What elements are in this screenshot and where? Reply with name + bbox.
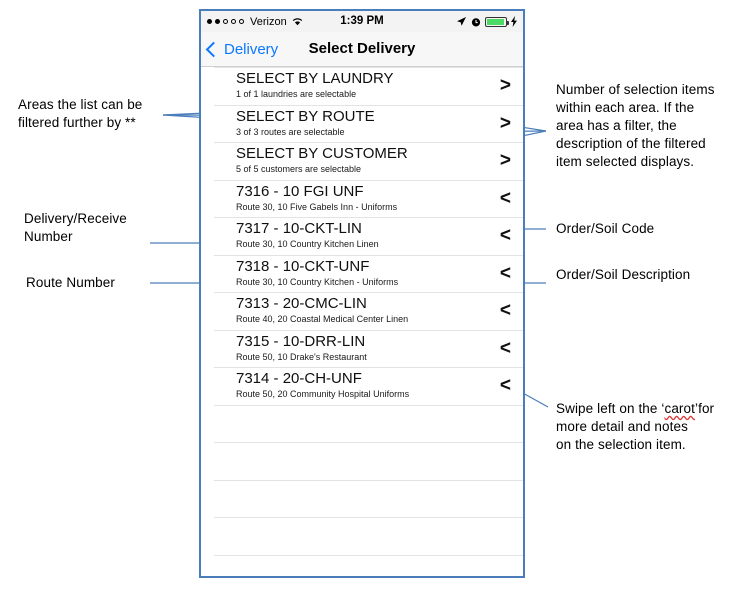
row-title: 7317 - 10-CKT-LIN <box>236 220 362 237</box>
chevron-left-icon[interactable]: < <box>499 225 511 246</box>
row-title: 7315 - 10-DRR-LIN <box>236 332 366 350</box>
annotation-swipe-left-hint: Swipe left on the ‘carot’for more detail… <box>556 400 746 454</box>
status-bar-right <box>456 11 517 32</box>
back-button[interactable]: Delivery <box>205 32 279 66</box>
chevron-right-icon[interactable]: > <box>499 75 511 96</box>
empty-row <box>201 517 523 555</box>
empty-row <box>201 442 523 480</box>
row-separator <box>214 517 523 518</box>
row-separator <box>214 404 523 406</box>
signal-dot-empty <box>223 19 228 24</box>
annotation-order-soil-code: Order/Soil Code <box>556 221 655 236</box>
row-subtitle: 3 of 3 routes are selectable <box>236 126 345 137</box>
row-title: SELECT BY ROUTE <box>236 107 375 125</box>
chevron-left-icon[interactable]: < <box>499 262 511 284</box>
row-subtitle: Route 30, 10 Country Kitchen - Uniforms <box>236 276 399 287</box>
row-subtitle: 5 of 5 customers are selectable <box>236 164 362 174</box>
alarm-clock-icon <box>471 17 481 26</box>
chevron-left-icon[interactable]: < <box>499 375 511 396</box>
swipe-hint-part-3: ’ <box>694 401 699 416</box>
row-subtitle: Route 40, 20 Coastal Medical Center Line… <box>236 314 409 324</box>
row-separator <box>214 554 523 556</box>
delivery-row[interactable]: 7317 - 10-CKT-LIN Route 30, 10 Country Ki… <box>201 217 523 255</box>
filter-row[interactable]: SELECT BY CUSTOMER 5 of 5 customers are s… <box>201 142 523 180</box>
row-subtitle: Route 30, 10 Country Kitchen Linen <box>236 239 379 249</box>
row-separator <box>214 367 523 368</box>
delivery-row[interactable]: 7313 - 20-CMC-LIN Route 40, 20 Coastal Me… <box>201 292 523 330</box>
empty-row <box>201 554 523 577</box>
carrier-label: Verizon <box>250 15 287 28</box>
swipe-hint-misspelled-word: carot <box>664 401 695 416</box>
empty-row <box>201 404 523 443</box>
back-button-label: Delivery <box>224 40 279 58</box>
status-bar: Verizon 1:39 PM <box>201 11 523 32</box>
row-subtitle: Route 50, 20 Community Hospital Uniforms <box>236 389 410 399</box>
swipe-hint-part-1: Swipe left on the ‘ <box>556 401 665 416</box>
chevron-right-icon[interactable]: > <box>499 150 511 171</box>
page-title: Select Delivery <box>308 40 416 57</box>
row-separator <box>214 217 523 218</box>
signal-dot-empty <box>231 19 236 24</box>
delivery-list[interactable]: SELECT BY LAUNDRY 1 of 1 laundries are se… <box>201 67 523 576</box>
status-bar-left: Verizon <box>207 11 303 32</box>
row-title: 7314 - 20-CH-UNF <box>236 370 362 387</box>
annotation-delivery-number: Delivery/Receive Number <box>24 211 127 244</box>
location-arrow-icon <box>457 17 466 26</box>
lightning-bolt-icon <box>511 16 517 27</box>
row-separator <box>214 479 523 481</box>
battery-icon <box>485 16 509 27</box>
delivery-row[interactable]: 7314 - 20-CH-UNF Route 50, 20 Community H… <box>201 367 523 405</box>
row-subtitle: Route 30, 10 Five Gabels Inn - Uniforms <box>236 201 398 212</box>
chevron-right-icon[interactable]: > <box>499 112 511 134</box>
row-title: SELECT BY CUSTOMER <box>236 145 408 162</box>
signal-dot-filled <box>207 19 212 24</box>
annotation-selection-count: Number of selection items within each ar… <box>556 82 715 169</box>
row-subtitle: Route 50, 10 Drake's Restaurant <box>236 351 367 362</box>
chevron-left-icon[interactable]: < <box>499 337 511 359</box>
filter-row[interactable]: SELECT BY LAUNDRY 1 of 1 laundries are se… <box>201 67 523 105</box>
row-separator <box>214 292 523 293</box>
annotation-order-soil-description: Order/Soil Description <box>556 267 691 282</box>
row-separator <box>214 254 523 256</box>
row-title: 7316 - 10 FGI UNF <box>236 182 364 200</box>
navigation-bar: Delivery Select Delivery <box>201 32 523 67</box>
annotation-route-number: Route Number <box>26 275 115 290</box>
swipe-hint-part-4: for more detail and notes on the selecti… <box>556 401 715 452</box>
row-separator <box>214 142 523 143</box>
row-separator <box>214 104 523 106</box>
status-bar-clock: 1:39 PM <box>340 15 384 27</box>
phone-frame: Verizon 1:39 PM <box>199 9 525 578</box>
row-title: 7318 - 10-CKT-UNF <box>236 257 370 275</box>
empty-row <box>201 479 523 518</box>
signal-dot-filled <box>215 19 220 24</box>
chevron-left-icon[interactable]: < <box>499 300 511 321</box>
row-separator <box>214 67 523 68</box>
annotation-filter-areas: Areas the list can be filtered further b… <box>18 97 143 130</box>
chevron-left-icon[interactable]: < <box>499 187 511 209</box>
row-separator <box>214 179 523 181</box>
row-title: 7313 - 20-CMC-LIN <box>236 295 367 312</box>
row-subtitle: 1 of 1 laundries are selectable <box>236 89 357 99</box>
row-title: SELECT BY LAUNDRY <box>236 70 394 87</box>
row-separator <box>214 329 523 331</box>
wifi-icon <box>292 18 302 26</box>
row-separator <box>214 442 523 443</box>
signal-dot-empty <box>239 19 244 24</box>
